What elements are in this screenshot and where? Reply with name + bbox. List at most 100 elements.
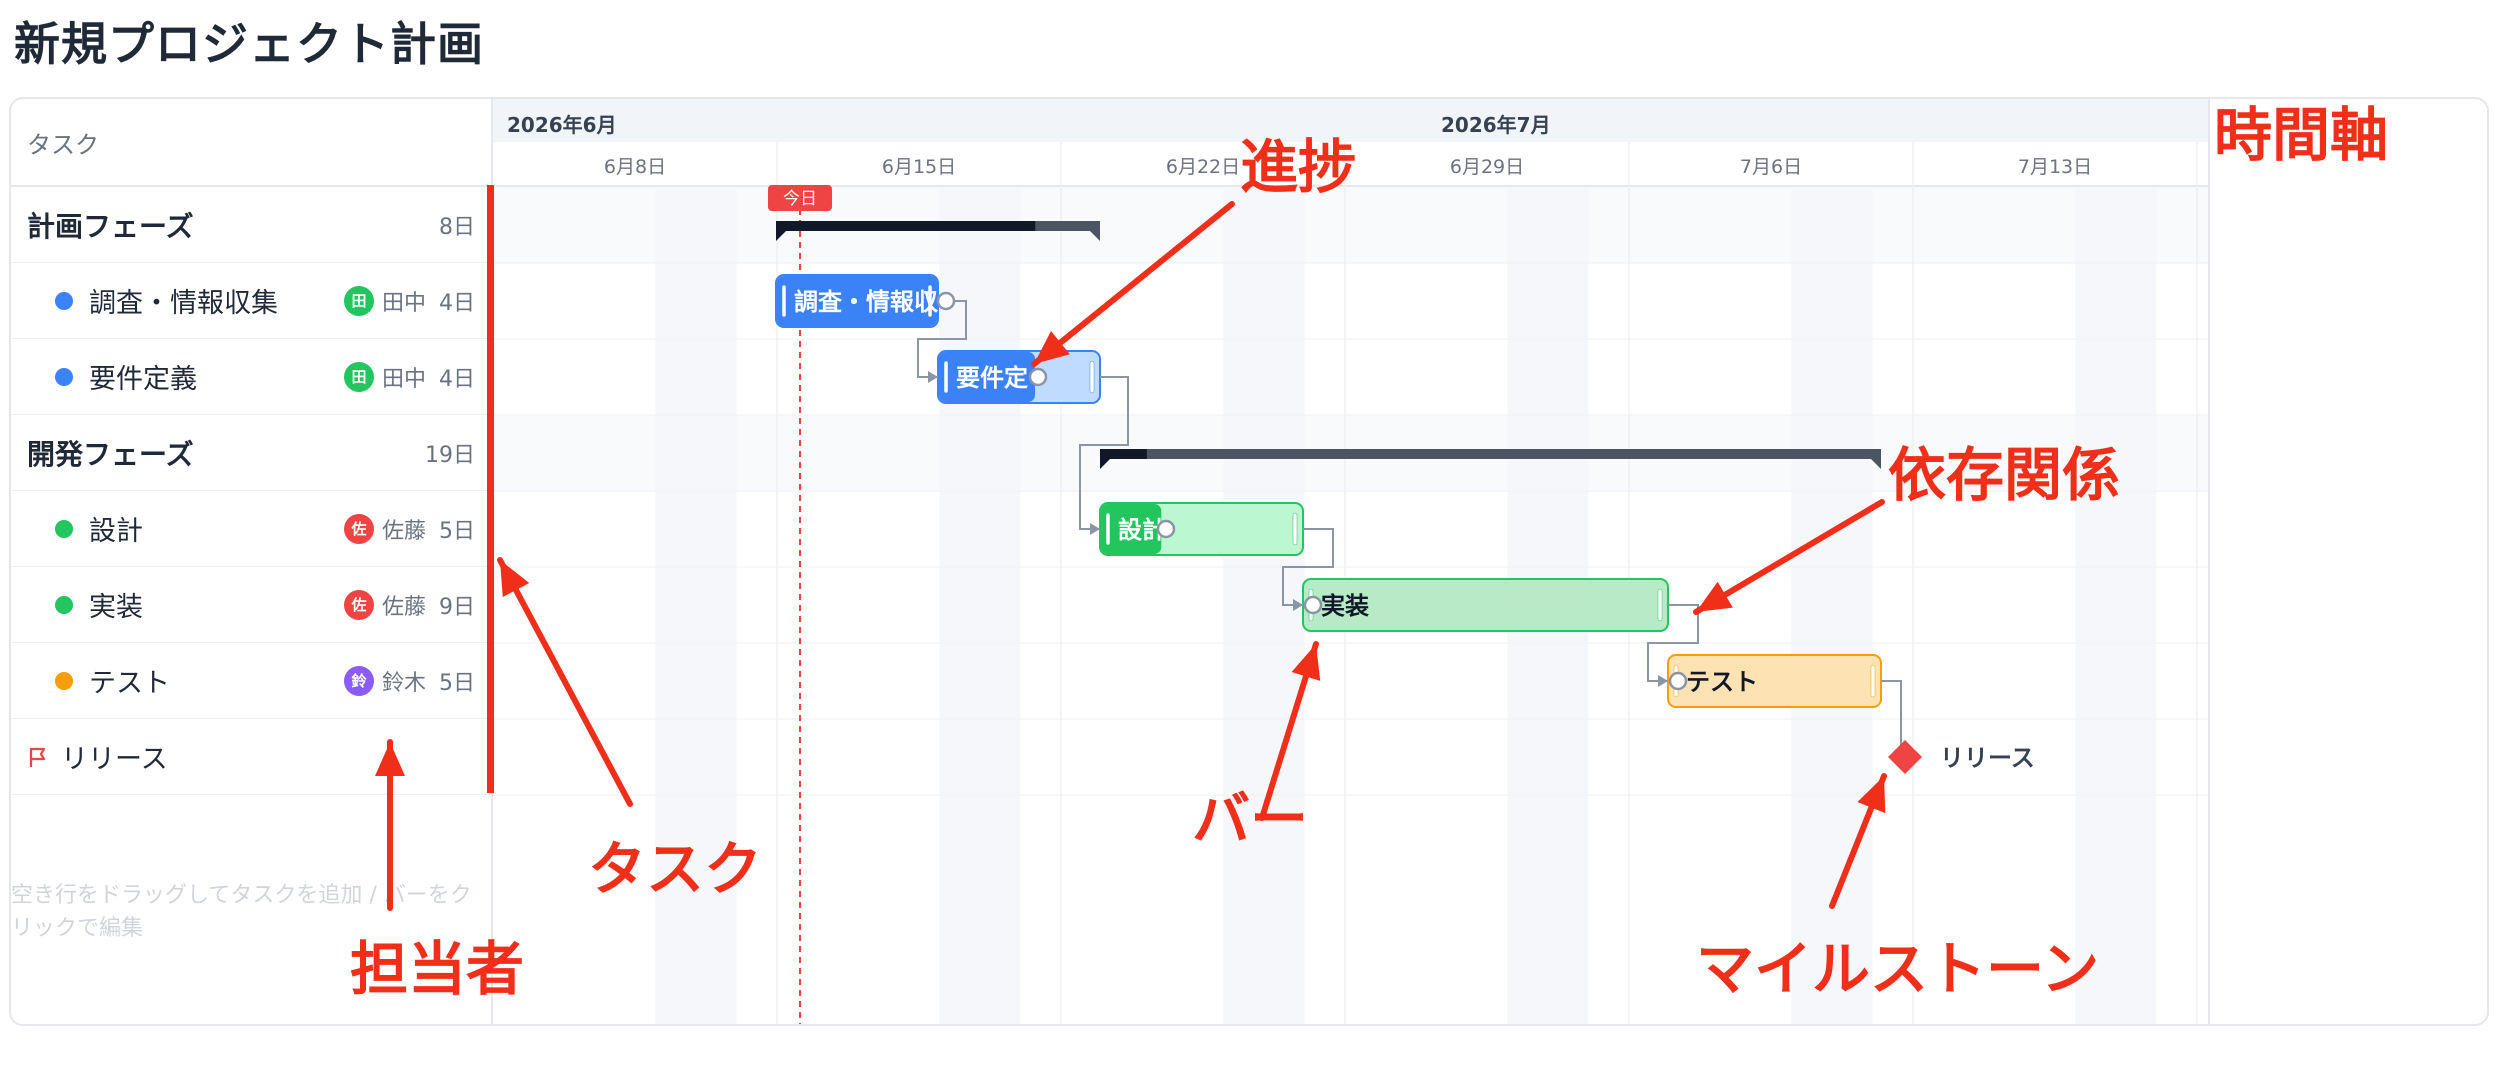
task-name: 設計 <box>89 516 143 547</box>
assignee-name: 田中 <box>382 290 427 316</box>
avatar: 田 <box>344 285 374 316</box>
phase-bracket-left <box>1100 459 1110 469</box>
avatar: 鈴 <box>344 665 374 696</box>
task-bar[interactable]: テスト <box>1667 654 1882 708</box>
task-bar[interactable]: 設計 <box>1099 502 1304 556</box>
bar-progress-fill <box>777 276 937 326</box>
assignee-name: 佐藤 <box>382 594 427 620</box>
week-label: 6月15日 <box>881 156 957 178</box>
task-name: 実装 <box>89 592 143 623</box>
assignee-name: 鈴木 <box>382 670 427 696</box>
resize-handle-right <box>1089 360 1095 394</box>
milestone-row[interactable]: リリース <box>11 719 491 795</box>
resize-handle-right <box>1870 664 1876 698</box>
annotation-timeline: 時間軸 <box>2214 101 2389 169</box>
task-duration: 19日 <box>425 442 475 468</box>
phase-row[interactable]: 開発フェーズ 19日 <box>11 415 491 491</box>
dependency-handle[interactable] <box>1028 367 1048 387</box>
timeline-area: 2026年6月 2026年7月 6月8日 6月15日 6月22日 6月29日 7… <box>493 99 2487 1024</box>
task-name: 要件定義 <box>89 364 197 395</box>
avatar: 佐 <box>344 513 374 544</box>
task-bar[interactable]: 調査・情報収 <box>775 274 939 328</box>
bar-label: テスト <box>1686 668 1758 696</box>
annotation-assignee: 担当者 <box>350 935 525 1003</box>
weekend-shade <box>2075 187 2157 1024</box>
phase-name: 開発フェーズ <box>27 437 194 471</box>
month-label: 2026年7月 <box>1441 113 1551 137</box>
task-duration: 4日 <box>439 290 475 316</box>
resize-handle-right <box>1292 512 1298 546</box>
dependency-handle[interactable] <box>936 291 956 311</box>
week-label: 7月6日 <box>1739 156 1803 178</box>
bar-label: 実装 <box>1321 592 1369 620</box>
dependency-connector <box>1079 376 1129 530</box>
week-header: 6月8日 6月15日 6月22日 6月29日 7月6日 7月13日 <box>493 142 2209 187</box>
assignee-name: 佐藤 <box>382 518 427 544</box>
assignee[interactable]: 佐佐藤 <box>344 513 426 545</box>
week-label: 6月29日 <box>1449 156 1525 178</box>
today-label: 今日 <box>783 189 817 209</box>
bar-progress-fill <box>1101 504 1162 554</box>
phase-progress <box>1100 449 1147 459</box>
task-color-dot <box>55 595 73 614</box>
resize-handle-right <box>927 284 933 318</box>
dependency-arrowhead <box>1090 523 1100 535</box>
task-row[interactable]: 要件定義 田田中 4日 <box>11 339 491 415</box>
dependency-handle[interactable] <box>1303 595 1323 615</box>
month-header: 2026年6月 2026年7月 <box>493 99 2209 143</box>
flag-icon <box>29 747 46 767</box>
annotation-bar: バー <box>1192 785 1309 853</box>
task-name: テスト <box>89 668 170 699</box>
assignee-name: 田中 <box>382 366 427 392</box>
milestone-diamond[interactable] <box>1888 740 1922 774</box>
dependency-arrowhead <box>1658 675 1668 687</box>
assignee[interactable]: 田田中 <box>344 361 426 393</box>
annotation-dependency: 依存関係 <box>1888 441 2121 509</box>
weekend-shade <box>939 187 1021 1024</box>
week-label: 7月13日 <box>2017 156 2093 178</box>
assignee[interactable]: 田田中 <box>344 285 426 317</box>
assignee[interactable]: 鈴鈴木 <box>344 665 426 697</box>
annotation-progress: 進捗 <box>1240 133 1357 201</box>
task-column-header: タスク <box>11 99 491 187</box>
weekend-shade <box>655 187 737 1024</box>
phase-row[interactable]: 計画フェーズ 8日 <box>11 187 491 263</box>
phase-progress <box>776 221 1036 231</box>
dependency-connector <box>1881 680 1902 747</box>
dependency-arrowhead <box>928 371 938 383</box>
task-color-dot <box>55 519 73 538</box>
today-badge <box>768 185 832 211</box>
task-bar[interactable]: 要件定 <box>937 350 1101 404</box>
annotation-task: タスク <box>588 835 763 903</box>
dependency-connector <box>917 300 967 378</box>
bar-progress-fill <box>939 352 1035 402</box>
resize-handle-left <box>781 284 787 318</box>
dependency-connector <box>1282 528 1334 606</box>
task-duration: 8日 <box>439 214 475 240</box>
bar-label: 要件定 <box>956 364 1028 392</box>
week-label: 6月8日 <box>603 156 667 178</box>
resize-handle-left <box>943 360 949 394</box>
dependency-arrowhead <box>1293 599 1303 611</box>
phase-bracket-right <box>1871 459 1881 469</box>
phase-name: 計画フェーズ <box>27 209 194 243</box>
dependency-handle[interactable] <box>1156 519 1176 539</box>
weekend-shade <box>1791 187 1873 1024</box>
dependency-handle[interactable] <box>1668 671 1688 691</box>
task-color-dot <box>55 291 73 310</box>
task-duration: 4日 <box>439 366 475 392</box>
assignee[interactable]: 佐佐藤 <box>344 589 426 621</box>
task-color-dot <box>55 671 73 690</box>
phase-summary-bar <box>1100 449 1881 459</box>
page-title: 新規プロジェクト計画 <box>14 17 484 71</box>
milestone-name: リリース <box>61 744 168 775</box>
task-bar[interactable]: 実装 <box>1302 578 1669 632</box>
